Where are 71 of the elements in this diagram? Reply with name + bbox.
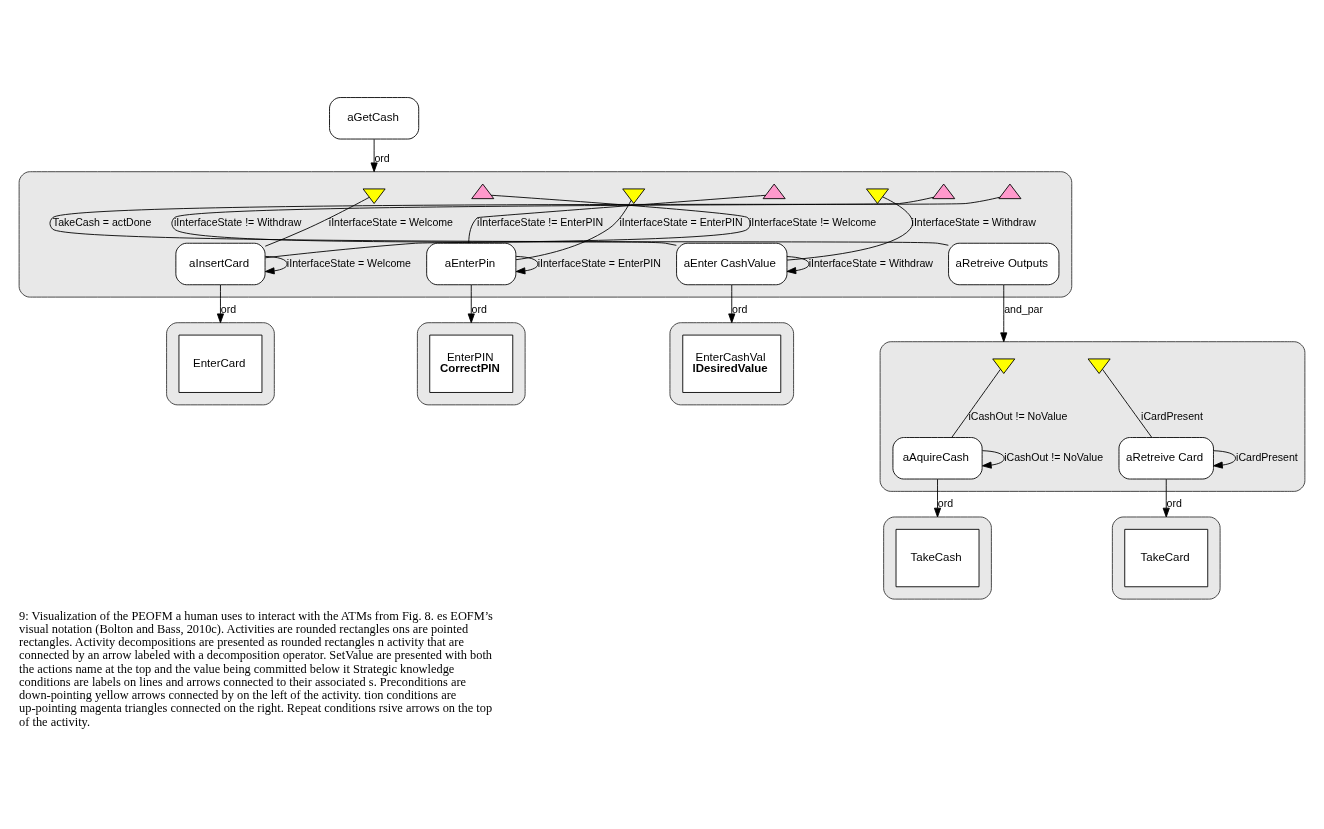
node-box: TakeCash — [895, 528, 980, 587]
node-triangle — [471, 183, 495, 199]
edge-label: iCashOut != NoValue — [1004, 450, 1104, 463]
arrow — [370, 138, 378, 172]
node-box: aAquireCash — [892, 436, 983, 479]
cluster — [18, 170, 1073, 298]
edge-label: iInterfaceState = Withdraw — [808, 256, 934, 269]
edge-label: iInterfaceState != Welcome — [749, 215, 877, 228]
connector — [264, 196, 370, 247]
node-triangle — [992, 358, 1016, 374]
node-triangle — [1087, 358, 1111, 374]
arrow — [934, 478, 942, 517]
edge-label: ord — [937, 496, 954, 509]
node-triangle — [762, 183, 786, 199]
edge-label: iInterfaceState = Withdraw — [911, 215, 1036, 228]
connector — [468, 194, 767, 244]
edge-label: iInterfaceState = EnterPIN — [619, 215, 743, 228]
node-box: aRetreive Card — [1118, 436, 1214, 479]
edge-label: iInterfaceState = Welcome — [286, 256, 412, 269]
edge-label: and_par — [1004, 302, 1044, 315]
arrow — [515, 255, 539, 274]
arrow — [1213, 449, 1236, 469]
cluster — [883, 516, 992, 600]
node-triangle — [362, 188, 386, 204]
cluster — [166, 321, 275, 405]
connector — [171, 196, 935, 246]
connector — [515, 199, 632, 260]
node-triangle — [932, 183, 956, 199]
edge-label: TakeCash = actDone — [52, 215, 152, 228]
arrow — [786, 255, 810, 274]
arrow — [216, 284, 224, 323]
edge-label: iInterfaceState != EnterPIN — [477, 215, 604, 228]
edge-label: iCardPresent — [1141, 409, 1203, 422]
connector — [264, 194, 751, 258]
edge-label: ord — [471, 302, 487, 315]
cluster — [416, 321, 526, 405]
node-box: TakeCard — [1124, 528, 1209, 587]
edge-label: ord — [732, 302, 748, 315]
connector — [951, 368, 1001, 438]
arrow — [728, 284, 736, 323]
edge-label: iCashOut != NoValue — [968, 409, 1068, 422]
connector — [786, 195, 914, 261]
cluster — [879, 340, 1306, 492]
edge-label: iInterfaceState != Withdraw — [174, 215, 302, 228]
caption: 9: Visualization of the PEOFM a human uses to interact with the ATMs from Fig. 8. es EOFM’s visual notation (Bolton and Bass, 2010c). Activities are rounded rectangles ons are pointed rectangles. Activity decompositions are presented as rounded rectangles n activity that are connected by an arrow labeled with a decomposition operator. SetValue are presented with both the actions name at the top and the value being committed below it Strategic knowledge conditions are labels on lines and arrows connected to their associated s. Preconditions are down-pointing yellow arrows connected by on the left of the activity. tion conditions are up-pointing magenta triangles connected on the right. Repeat conditions rsive arrows on the top of the activity. — [19, 608, 493, 729]
node-triangle — [998, 183, 1022, 199]
connector — [49, 196, 1001, 246]
cluster — [669, 321, 795, 405]
node-triangle — [622, 188, 646, 204]
node-box: aEnter CashValue — [676, 242, 788, 285]
edge-label: ord — [1166, 496, 1182, 509]
edge-label: iInterfaceState = Welcome — [328, 215, 453, 228]
node-box: EnterPIN CorrectPIN — [429, 334, 514, 393]
cluster — [1111, 516, 1221, 600]
arrow — [467, 284, 475, 323]
edge-label: iInterfaceState = EnterPIN — [537, 256, 661, 269]
edge-label: iCardPresent — [1236, 450, 1298, 463]
node-box: aInsertCard — [175, 242, 266, 285]
connector — [1102, 368, 1153, 438]
node-box: EnterCashVal lDesiredValue — [682, 334, 782, 393]
edge-label: ord — [374, 151, 390, 164]
node-triangle — [866, 188, 889, 204]
arrow — [1162, 478, 1170, 517]
arrow — [981, 449, 1005, 469]
node-box: EnterCard — [178, 334, 263, 393]
node-box: aRetreive Outputs — [948, 242, 1060, 285]
node-box: aEnterPin — [426, 242, 517, 285]
arrow — [264, 255, 288, 274]
arrow — [1000, 284, 1008, 342]
node-box: aGetCash — [329, 96, 420, 139]
edge-label: ord — [220, 302, 237, 315]
